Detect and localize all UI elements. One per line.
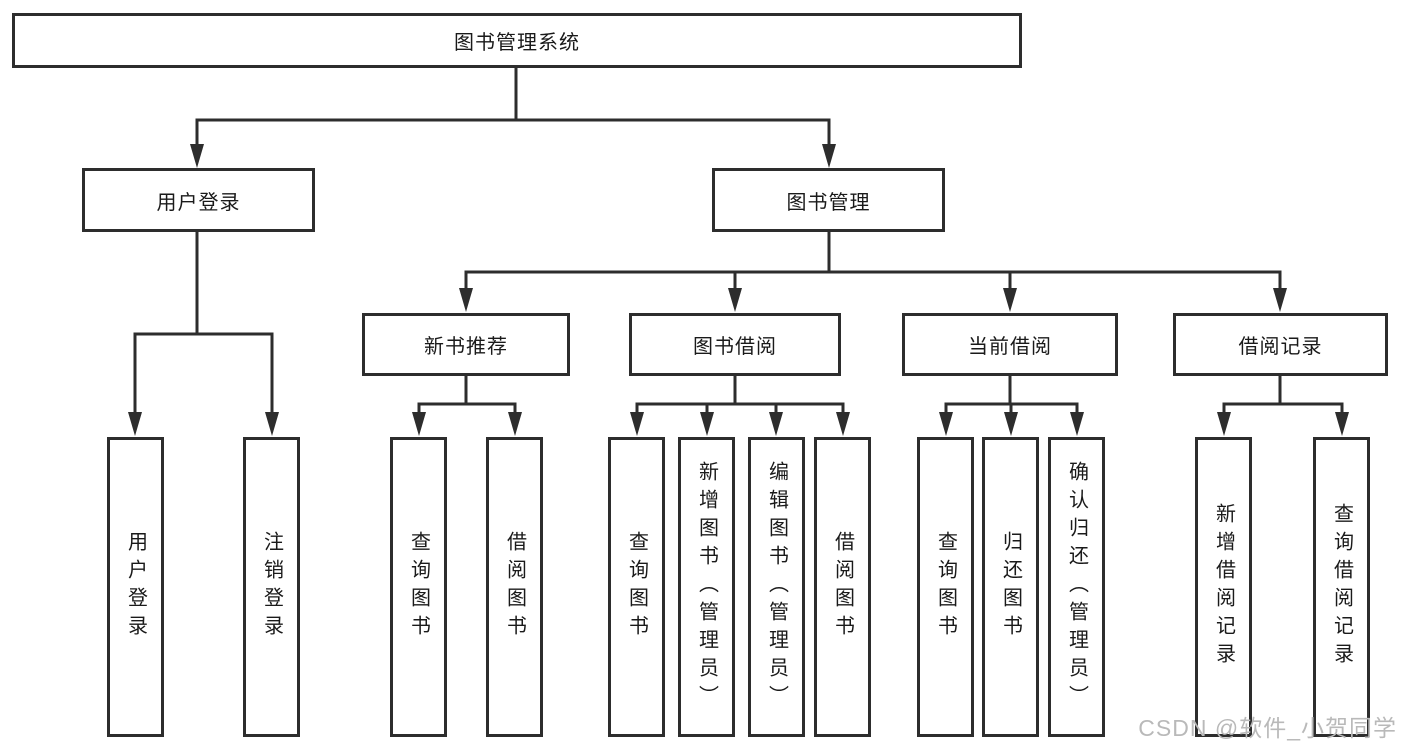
node-borrow-records: 借阅记录 — [1173, 313, 1388, 376]
connector-new-book-recommend — [412, 374, 522, 436]
leaf-bb-edit-book-admin: 编辑图书（管理员） — [748, 437, 805, 737]
leaf-label: 借阅图书 — [503, 531, 526, 643]
leaf-label: 新增借阅记录 — [1212, 503, 1235, 671]
csdn-watermark: CSDN @软件_小贺同学 — [1138, 715, 1397, 741]
leaf-label: 归还图书 — [999, 531, 1022, 643]
leaf-nr-borrow-book: 借阅图书 — [486, 437, 543, 737]
leaf-nr-query-book: 查询图书 — [390, 437, 447, 737]
leaf-br-query-record: 查询借阅记录 — [1313, 437, 1370, 737]
connector-book-borrow — [630, 374, 850, 436]
leaf-label: 查询图书 — [934, 531, 957, 643]
leaf-user-login: 用户登录 — [107, 437, 164, 737]
leaf-cb-return-book: 归还图书 — [982, 437, 1039, 737]
leaf-label: 查询图书 — [407, 531, 430, 643]
leaf-cb-query-book: 查询图书 — [917, 437, 974, 737]
node-user-login: 用户登录 — [82, 168, 315, 232]
leaf-br-add-record: 新增借阅记录 — [1195, 437, 1252, 737]
connector-user-login — [128, 232, 279, 436]
node-new-book-recommend: 新书推荐 — [362, 313, 570, 376]
connector-book-management — [459, 232, 1287, 312]
leaf-label: 用户登录 — [124, 531, 147, 643]
leaf-logout: 注销登录 — [243, 437, 300, 737]
leaf-bb-add-book-admin: 新增图书（管理员） — [678, 437, 735, 737]
connector-borrow-records — [1217, 374, 1349, 436]
leaf-bb-borrow-book: 借阅图书 — [814, 437, 871, 737]
connector-root — [190, 68, 836, 168]
leaf-label: 借阅图书 — [831, 531, 854, 643]
node-book-management: 图书管理 — [712, 168, 945, 232]
leaf-label: 确认归还（管理员） — [1065, 461, 1088, 713]
leaf-label: 查询借阅记录 — [1330, 503, 1353, 671]
node-current-borrow: 当前借阅 — [902, 313, 1118, 376]
leaf-bb-query-book: 查询图书 — [608, 437, 665, 737]
connector-current-borrow — [939, 374, 1084, 436]
node-book-borrow: 图书借阅 — [629, 313, 841, 376]
leaf-label: 查询图书 — [625, 531, 648, 643]
leaf-label: 编辑图书（管理员） — [765, 461, 788, 713]
leaf-cb-confirm-return-admin: 确认归还（管理员） — [1048, 437, 1105, 737]
leaf-label: 新增图书（管理员） — [695, 461, 718, 713]
node-library-system: 图书管理系统 — [12, 13, 1022, 68]
leaf-label: 注销登录 — [260, 531, 283, 643]
